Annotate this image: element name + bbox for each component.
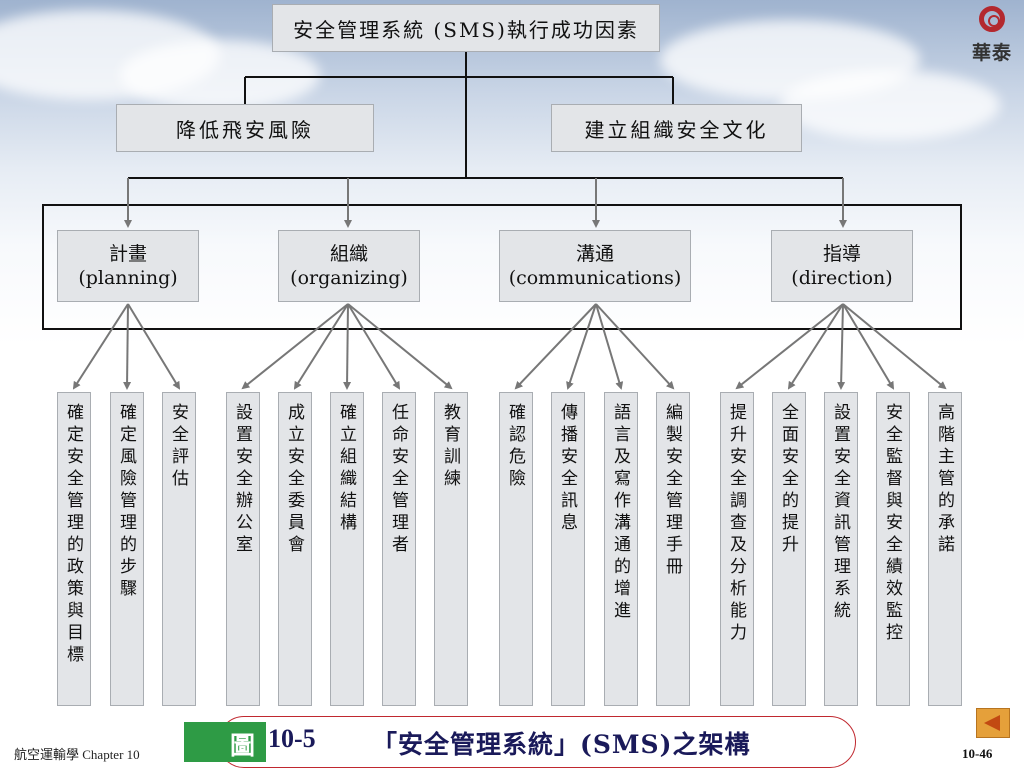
figure-title: 「安全管理系統」(SMS)之架構 [372, 730, 751, 759]
fan-arrow [837, 303, 846, 390]
category-direction: 指導 (direction) [771, 230, 913, 302]
figure-number: 10-5 [268, 724, 316, 753]
leaf-item: 提升安全調查及分析能力 [720, 392, 754, 706]
leaf-item: 確立組織結構 [330, 392, 364, 706]
category-en: (direction) [791, 267, 893, 289]
fan-arrow [735, 303, 844, 390]
root-node: 安全管理系統 (SMS)執行成功因素 [272, 4, 660, 52]
leaf-item: 確定安全管理的政策與目標 [57, 392, 91, 706]
logo-text: 華泰 [971, 42, 1012, 64]
category-zh: 計畫 [108, 243, 147, 265]
category-en: (organizing) [290, 267, 408, 289]
figure-caption-tab [184, 722, 266, 762]
logo-ring-icon [979, 6, 1005, 32]
goal-reduce-risk: 降低飛安風險 [116, 104, 374, 152]
goal-safety-culture: 建立組織安全文化 [551, 104, 802, 152]
fan-arrow [595, 303, 624, 390]
leaf-item: 任命安全管理者 [382, 392, 416, 706]
fan-arrow [293, 303, 349, 390]
previous-slide-button[interactable] [976, 708, 1010, 738]
figure-label: 圖 [230, 731, 256, 760]
leaf-item: 設置安全辦公室 [226, 392, 260, 706]
leaf-item: 全面安全的提升 [772, 392, 806, 706]
fan-arrow [347, 303, 401, 390]
fan-arrow [127, 303, 181, 390]
leaf-item: 教育訓練 [434, 392, 468, 706]
leaf-item: 成立安全委員會 [278, 392, 312, 706]
leaf-item: 確認危險 [499, 392, 533, 706]
fan-arrow [787, 303, 844, 390]
course-label: 航空運輸學 Chapter 10 [14, 747, 140, 762]
leaf-item: 確定風險管理的步驟 [110, 392, 144, 706]
fan-arrow [347, 303, 453, 390]
fan-arrow [842, 303, 895, 390]
category-organizing: 組織 (organizing) [278, 230, 420, 302]
category-zh: 溝通 [575, 243, 614, 265]
category-en: (planning) [78, 267, 178, 289]
fan-arrow [72, 303, 129, 390]
fan-arrow [842, 303, 947, 390]
fan-arrow [566, 303, 597, 390]
leaf-item: 安全監督與安全績效監控 [876, 392, 910, 706]
category-zh: 組織 [329, 243, 368, 265]
leaf-item: 設置安全資訊管理系統 [824, 392, 858, 706]
cloud-decoration [780, 70, 1000, 140]
fan-arrow [123, 303, 132, 390]
leaf-item: 高階主管的承諾 [928, 392, 962, 706]
category-planning: 計畫 (planning) [57, 230, 199, 302]
leaf-item: 傳播安全訊息 [551, 392, 585, 706]
category-en: (communications) [508, 267, 682, 289]
fan-arrow [343, 303, 352, 390]
leaf-item: 語言及寫作溝通的增進 [604, 392, 638, 706]
fan-arrow [241, 303, 349, 390]
category-zh: 指導 [822, 243, 861, 265]
leaf-item: 編製安全管理手冊 [656, 392, 690, 706]
fan-arrow [514, 303, 597, 390]
fan-arrow [595, 303, 675, 390]
category-communications: 溝通 (communications) [499, 230, 691, 302]
publisher-logo: 華泰 [966, 6, 1018, 65]
leaf-item: 安全評估 [162, 392, 196, 706]
page-number: 10-46 [962, 746, 993, 761]
